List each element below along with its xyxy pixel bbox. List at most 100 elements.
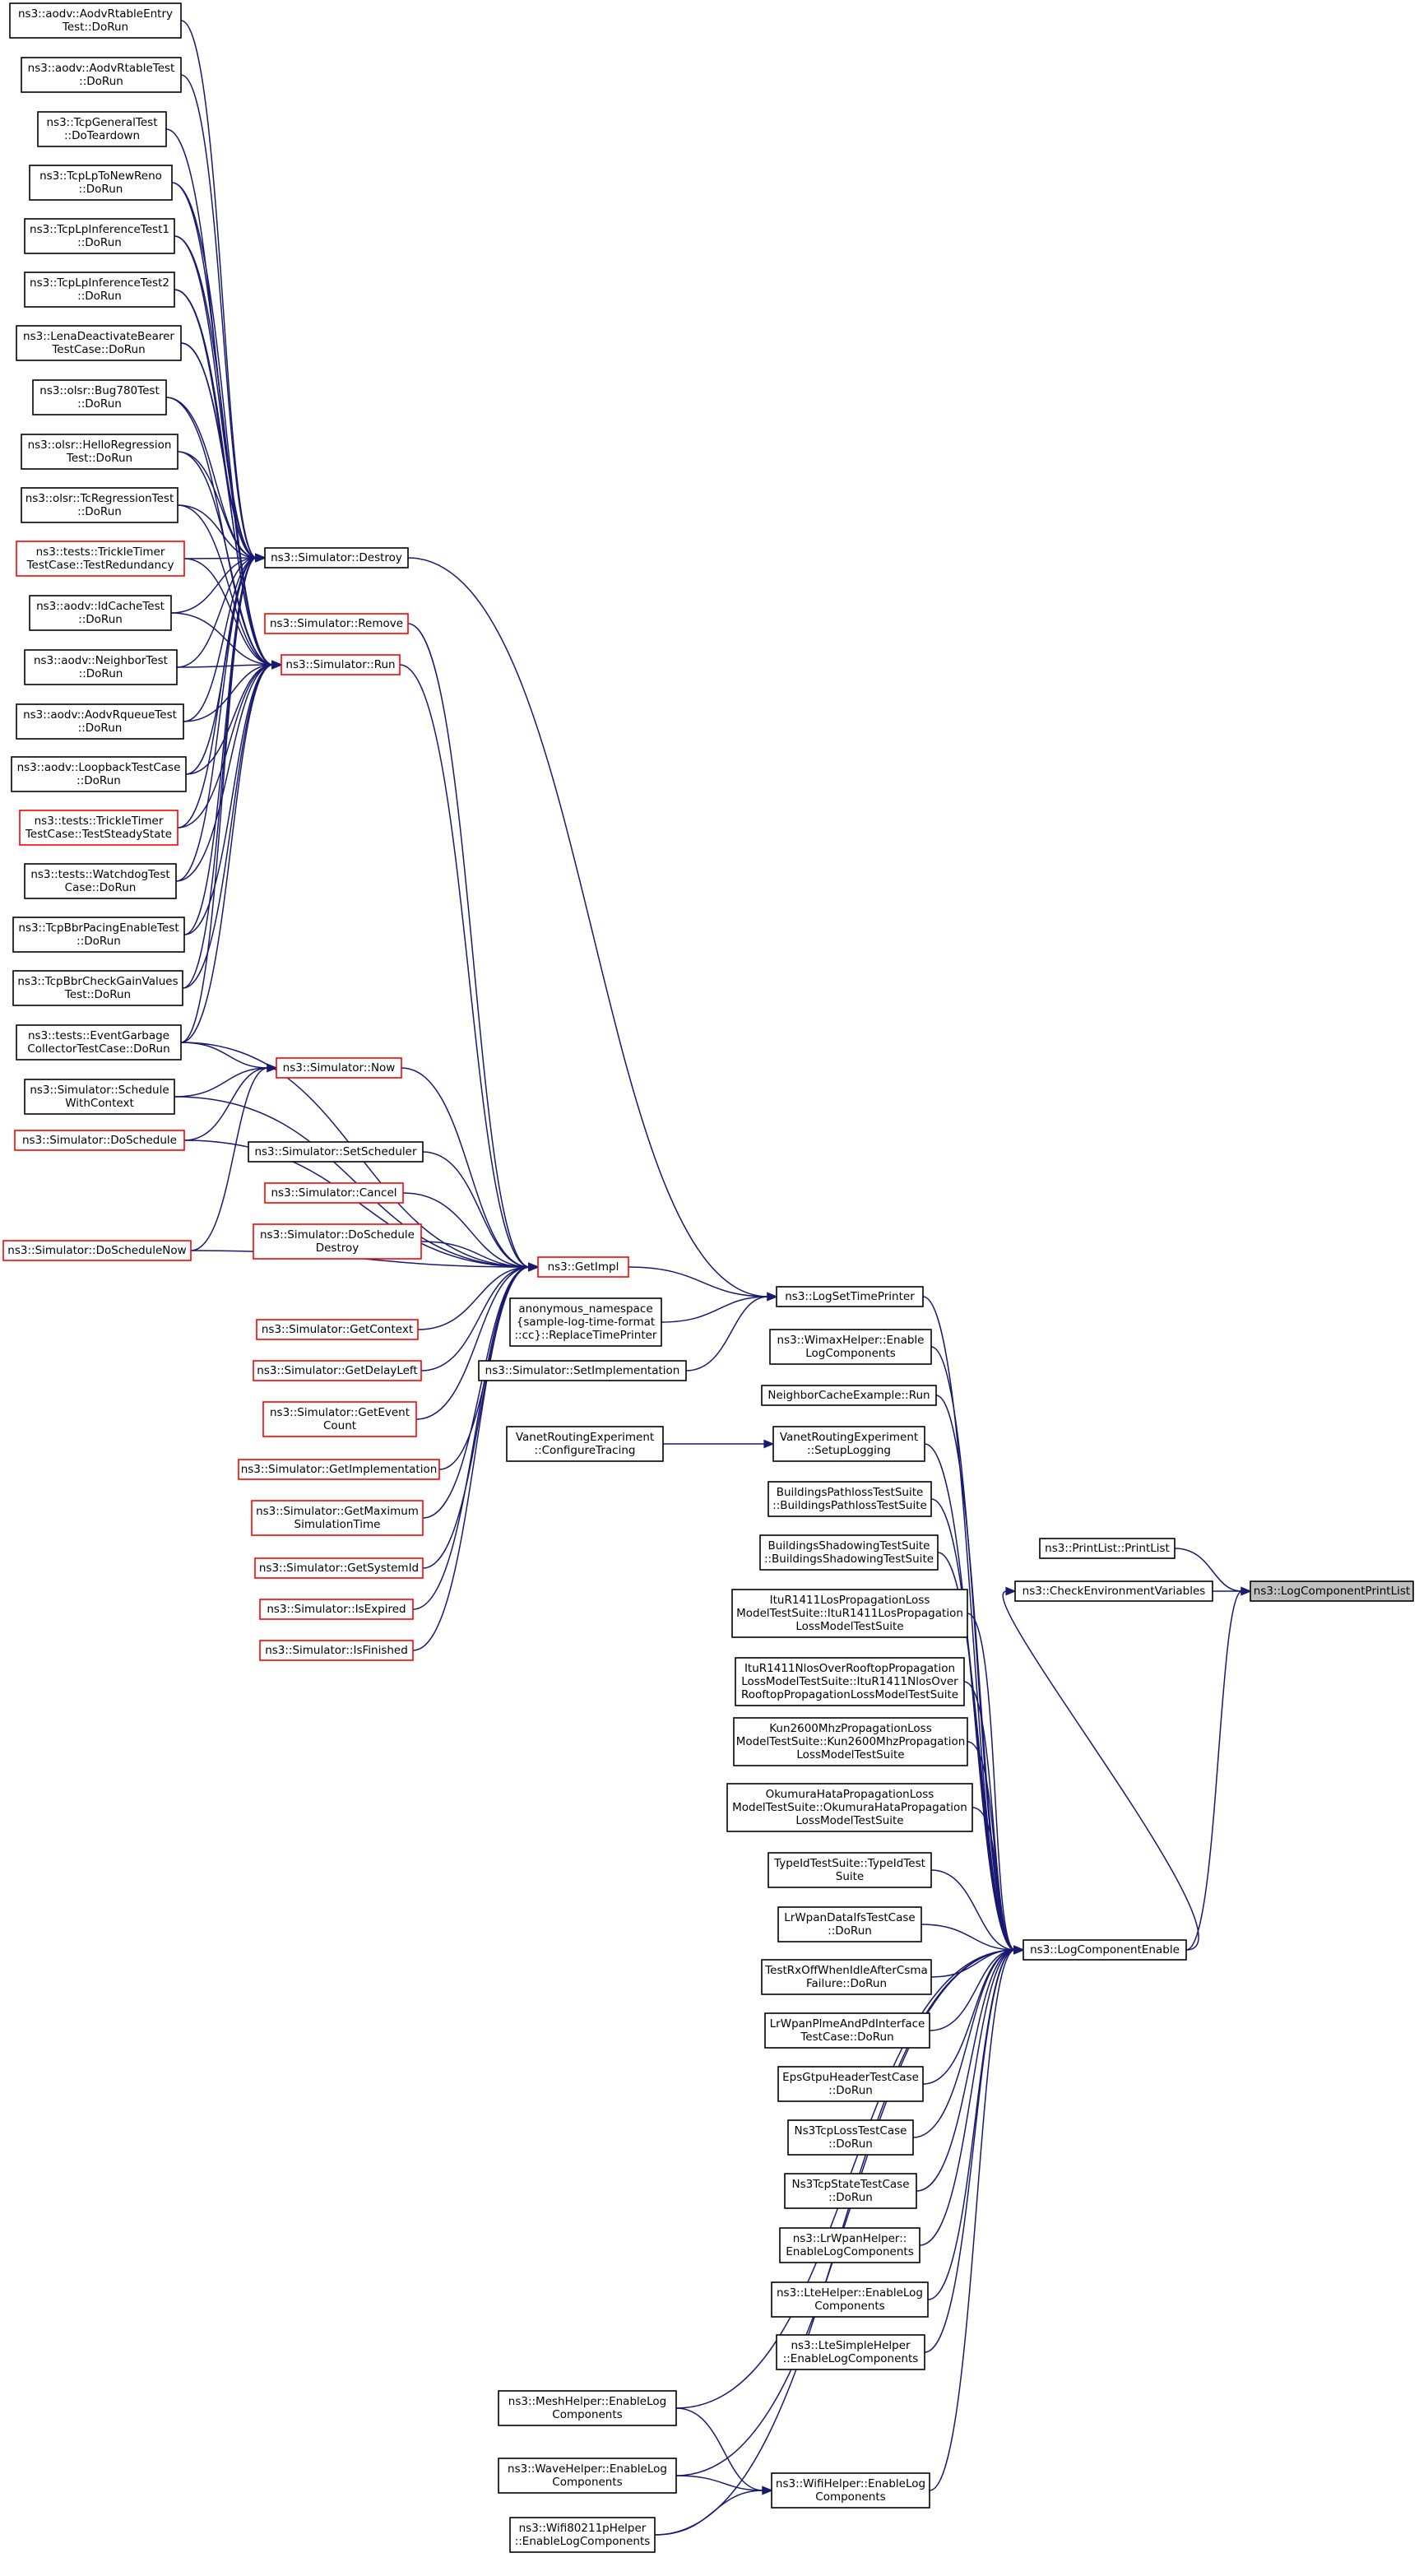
node-kun[interactable]: Kun2600MhzPropagationLossModelTestSuite:… (733, 1717, 968, 1766)
node-n8[interactable]: ns3::olsr::Bug780Test::DoRun (32, 379, 167, 415)
node-n12[interactable]: ns3::aodv::IdCacheTest::DoRun (29, 595, 172, 631)
node-neighbor[interactable]: NeighborCacheExample::Run (761, 1385, 937, 1406)
node-now[interactable]: ns3::Simulator::Now (276, 1057, 402, 1079)
node-bpath[interactable]: BuildingsPathlossTestSuite::BuildingsPat… (767, 1481, 932, 1517)
node-getimpl[interactable]: ns3::GetImpl (537, 1256, 629, 1278)
node-vanetcfg[interactable]: VanetRoutingExperiment::ConfigureTracing (506, 1426, 664, 1462)
node-n10[interactable]: ns3::olsr::TcRegressionTest::DoRun (21, 487, 179, 523)
node-label: ns3::CheckEnvironmentVariables (1023, 1585, 1206, 1598)
node-okumura[interactable]: OkumuraHataPropagationLossModelTestSuite… (726, 1783, 973, 1832)
node-label: ns3::Simulator::GetSystemId (259, 1562, 419, 1575)
node-wifihelper[interactable]: ns3::WifiHelper::EnableLogComponents (771, 2472, 930, 2509)
node-cancel[interactable]: ns3::Simulator::Cancel (264, 1182, 404, 1204)
node-n6[interactable]: ns3::TcpLpInferenceTest2::DoRun (24, 272, 175, 308)
node-n15[interactable]: ns3::aodv::LoopbackTestCase::DoRun (11, 756, 187, 792)
node-ltehelper[interactable]: ns3::LteHelper::EnableLogComponents (771, 2281, 929, 2318)
node-logsettime[interactable]: ns3::LogSetTimePrinter (776, 1286, 924, 1307)
node-label: ns3::aodv::LoopbackTestCase (17, 761, 181, 774)
node-n16[interactable]: ns3::tests::TrickleTimerTestCase::TestSt… (19, 810, 179, 846)
edge-isfinished-to-getimpl (412, 1266, 531, 1651)
node-lrhelper[interactable]: ns3::LrWpanHelper::EnableLogComponents (779, 2227, 920, 2263)
node-label: ns3::Wifi80211pHelper (519, 2522, 647, 2535)
edge-remove-to-getimpl (407, 623, 531, 1268)
node-setscheduler[interactable]: ns3::Simulator::SetScheduler (248, 1141, 424, 1163)
node-n14[interactable]: ns3::aodv::AodvRqueueTest::DoRun (16, 703, 184, 740)
node-label: ns3::Simulator::GetEvent (270, 1406, 410, 1419)
node-setimpl[interactable]: ns3::Simulator::SetImplementation (478, 1360, 687, 1381)
node-n5[interactable]: ns3::TcpLpInferenceTest1::DoRun (24, 218, 175, 254)
node-wimax[interactable]: ns3::WimaxHelper::EnableLogComponents (769, 1329, 932, 1365)
node-label: ModelTestSuite::OkumuraHataPropagation (732, 1801, 967, 1814)
node-n2[interactable]: ns3::aodv::AodvRtableTest::DoRun (21, 57, 182, 93)
node-n18[interactable]: ns3::TcpBbrPacingEnableTest::DoRun (12, 917, 185, 953)
node-box (254, 1557, 424, 1579)
node-n11[interactable]: ns3::tests::TrickleTimerTestCase::TestRe… (16, 541, 185, 577)
node-box (11, 756, 187, 792)
edge-geteventcount-to-getimpl (415, 1266, 531, 1420)
node-printlist[interactable]: ns3::PrintList::PrintList (1039, 1538, 1176, 1559)
node-box (784, 2173, 917, 2209)
node-tcploss[interactable]: Ns3TcpLossTestCase::DoRun (787, 2119, 914, 2156)
node-vanetlog[interactable]: VanetRoutingExperiment::SetupLogging (772, 1426, 925, 1462)
node-wifi80211p[interactable]: ns3::Wifi80211pHelper::EnableLogComponen… (509, 2517, 656, 2553)
node-logenable[interactable]: ns3::LogComponentEnable (1023, 1939, 1187, 1961)
node-box (509, 1297, 662, 1347)
node-ltesimple[interactable]: ns3::LteSimpleHelper::EnableLogComponent… (776, 2334, 925, 2370)
node-label: ns3::LogComponentEnable (1030, 1943, 1180, 1956)
node-isexpired[interactable]: ns3::Simulator::IsExpired (259, 1599, 414, 1620)
node-itunlos[interactable]: ItuR1411NlosOverRooftopPropagationLossMo… (735, 1657, 965, 1706)
edge-n16-to-destroy (177, 557, 257, 828)
node-n22[interactable]: ns3::Simulator::DoSchedule (14, 1130, 185, 1151)
node-box (779, 2227, 920, 2263)
node-box (1039, 1538, 1176, 1559)
node-getimplementation[interactable]: ns3::Simulator::GetImplementation (238, 1459, 440, 1480)
node-getsystemid[interactable]: ns3::Simulator::GetSystemId (254, 1557, 424, 1579)
node-n4[interactable]: ns3::TcpLpToNewReno::DoRun (29, 165, 173, 201)
node-label: TypeIdTestSuite::TypeIdTest (773, 1857, 925, 1870)
node-label: ns3::GetImpl (548, 1260, 619, 1274)
node-anon[interactable]: anonymous_namespace{sample-log-time-form… (509, 1297, 662, 1347)
node-n3[interactable]: ns3::TcpGeneralTest::DoTeardown (37, 111, 167, 147)
node-wave[interactable]: ns3::WaveHelper::EnableLogComponents (498, 2458, 677, 2494)
node-n13[interactable]: ns3::aodv::NeighborTest::DoRun (24, 649, 178, 685)
edge-logenable-to-root (1185, 1590, 1243, 1951)
node-destroy[interactable]: ns3::Simulator::Destroy (264, 547, 409, 569)
node-checkenv[interactable]: ns3::CheckEnvironmentVariables (1014, 1580, 1213, 1602)
edge-n10-to-destroy (177, 504, 257, 559)
node-box (253, 1360, 422, 1381)
node-isfinished[interactable]: ns3::Simulator::IsFinished (259, 1640, 414, 1661)
node-label: ::DoRun (79, 183, 123, 196)
node-label: ns3::tests::TrickleTimer (36, 545, 165, 559)
node-bshadow[interactable]: BuildingsShadowingTestSuite::BuildingsSh… (759, 1534, 939, 1571)
node-getdelayleft[interactable]: ns3::Simulator::GetDelayLeft (253, 1360, 422, 1381)
node-itulos[interactable]: ItuR1411LosPropagationLossModelTestSuite… (731, 1589, 968, 1638)
node-remove[interactable]: ns3::Simulator::Remove (264, 613, 409, 634)
node-label: Ns3TcpLossTestCase (795, 2124, 907, 2137)
node-label: ItuR1411NlosOverRooftopPropagation (744, 1662, 955, 1675)
node-run[interactable]: ns3::Simulator::Run (281, 654, 401, 675)
edge-arrowhead (528, 1262, 540, 1272)
node-mesh[interactable]: ns3::MeshHelper::EnableLogComponents (498, 2390, 677, 2426)
node-tcpstate[interactable]: Ns3TcpStateTestCase::DoRun (784, 2173, 917, 2209)
node-typeid[interactable]: TypeIdTestSuite::TypeIdTestSuite (767, 1852, 932, 1888)
node-n20[interactable]: ns3::tests::EventGarbageCollectorTestCas… (16, 1024, 182, 1061)
node-lrdata[interactable]: LrWpanDataIfsTestCase::DoRun (777, 1906, 922, 1942)
node-epsgtpu[interactable]: EpsGtpuHeaderTestCase::DoRun (777, 2066, 924, 2102)
node-root[interactable]: ns3::LogComponentPrintList (1250, 1580, 1414, 1602)
node-label: ns3::WaveHelper::EnableLog (508, 2462, 667, 2476)
node-box (16, 325, 182, 361)
node-getcontext[interactable]: ns3::Simulator::GetContext (256, 1319, 419, 1340)
node-label: TestCase::TestSteadyState (25, 828, 172, 841)
node-n23[interactable]: ns3::Simulator::DoScheduleNow (2, 1240, 192, 1261)
